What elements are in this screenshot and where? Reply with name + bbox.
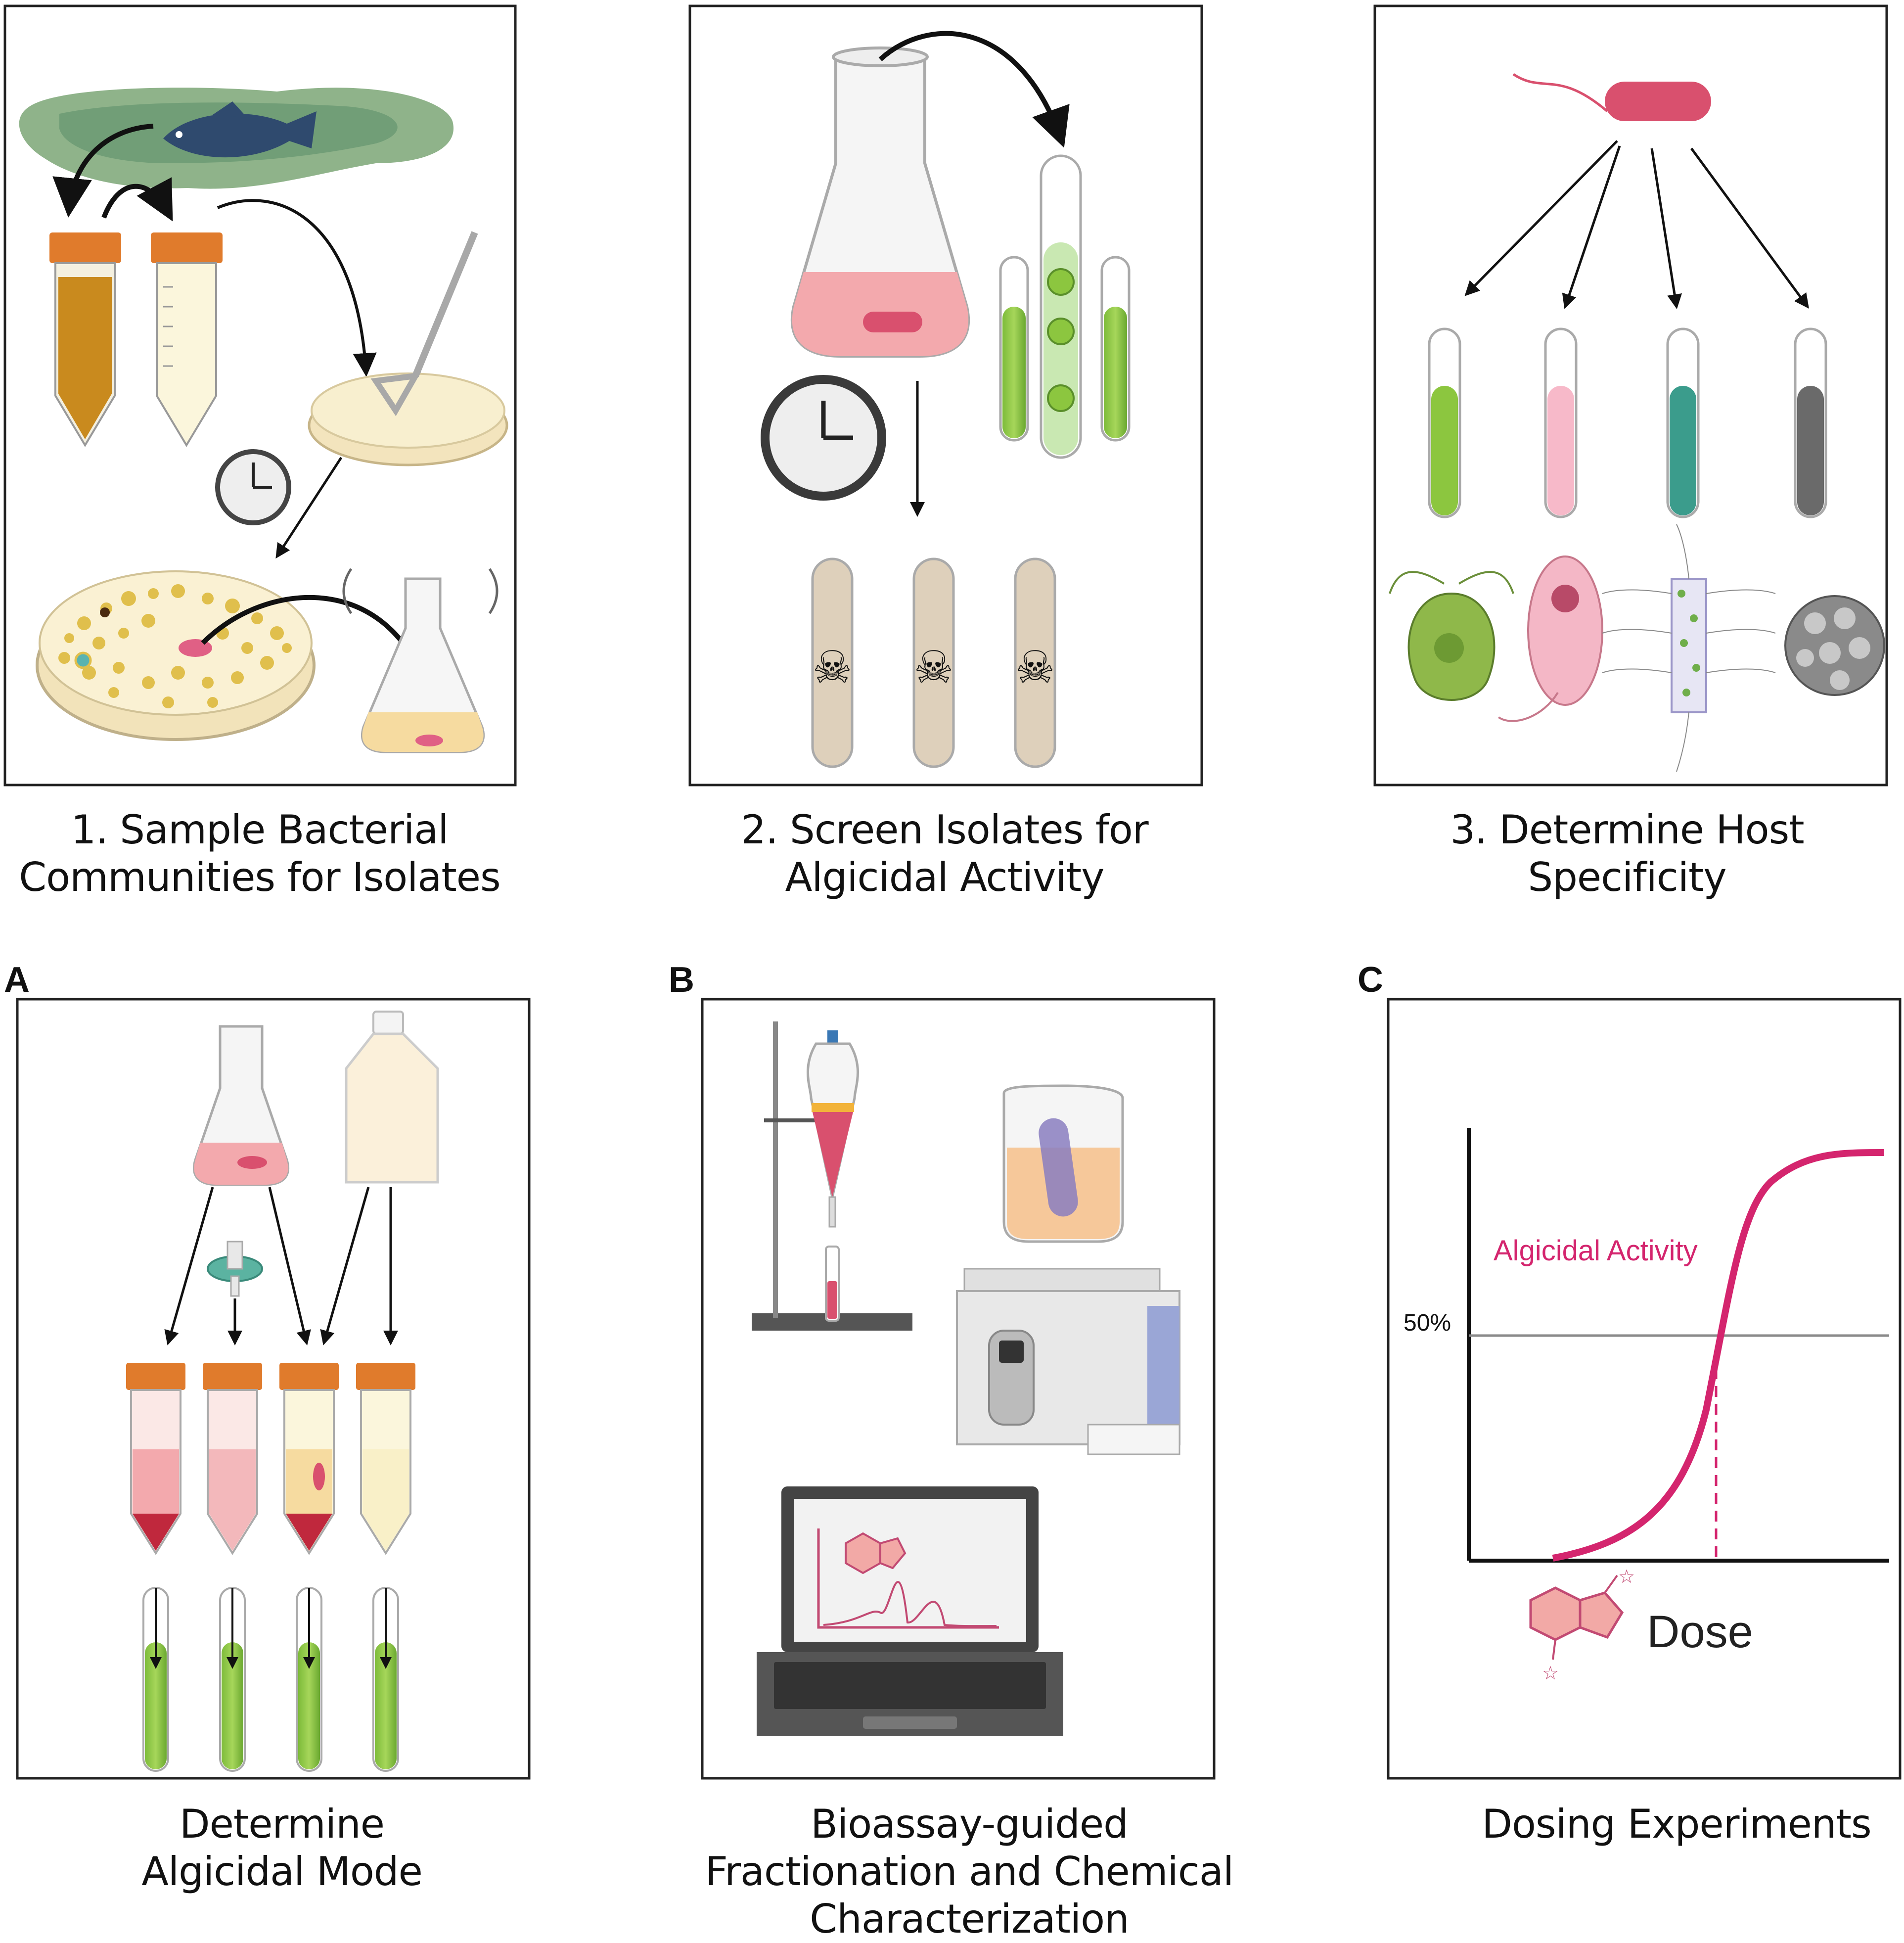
panel-a-algicidal-mode	[16, 998, 531, 1780]
svg-text:☠: ☠	[813, 644, 853, 693]
caption-panel-3: 3. Determine Host Specificity	[1450, 807, 1804, 900]
lysed-algae-tubes-icon: ☠ ☠ ☠	[811, 557, 1056, 768]
algae-tubes-icon	[142, 1587, 399, 1772]
petri-dish-spreader-icon	[308, 231, 508, 466]
caption-panel-2: 2. Screen Isolates for Algicidal Activit…	[741, 807, 1148, 900]
culture-flask-icon	[192, 1025, 290, 1186]
x-axis-label: Dose	[1647, 1607, 1753, 1657]
svg-text:☠: ☠	[914, 644, 954, 693]
arrow-tube-to-tube	[101, 177, 173, 222]
dose-response-curve	[1552, 1149, 1885, 1562]
svg-text:☆: ☆	[1618, 1567, 1635, 1587]
panel-3-host-specificity	[1373, 4, 1888, 786]
conical-tubes-icon	[126, 1363, 415, 1555]
culture-flask-shaking-icon	[342, 568, 499, 753]
laptop-chromatogram-icon	[757, 1486, 1063, 1736]
panel-b-fractionation	[701, 998, 1216, 1780]
algae-tubes-icon	[999, 154, 1131, 459]
mass-spectrometer-icon	[956, 1268, 1180, 1455]
fish-icon	[163, 101, 317, 158]
panel-2-screen-isolates: ☠ ☠ ☠	[688, 4, 1203, 786]
compound-structure-icon: ☆ ☆	[1529, 1567, 1635, 1684]
diatom-chain-icon	[1602, 524, 1776, 772]
host-tubes-icon	[1428, 327, 1827, 518]
caption-panel-c: Dosing Experiments	[1482, 1801, 1871, 1847]
panel-a-frame	[16, 998, 531, 1780]
panel-c-dosing: Algicidal Activity 50% ☆ ☆ Dose	[1387, 998, 1902, 1780]
panel-letter-a: A	[4, 960, 30, 1000]
conical-tube-sample-icon	[49, 232, 121, 447]
agar-plate-colonies-icon	[36, 570, 316, 741]
arrow-to-tube-4	[1690, 147, 1809, 309]
arrow-a3	[268, 1187, 311, 1345]
chlamydomonas-cell-icon	[1389, 571, 1514, 701]
panel-c-frame	[1387, 998, 1902, 1780]
caption-panel-1: 1. Sample Bacterial Communities for Isol…	[19, 807, 500, 900]
curve-label: Algicidal Activity	[1494, 1235, 1698, 1267]
media-bottle-icon	[345, 1011, 439, 1184]
threshold-label: 50%	[1404, 1310, 1451, 1336]
separatory-funnel-stand-icon	[752, 1021, 912, 1331]
panel-letter-c: C	[1358, 960, 1383, 1000]
arrow-a1	[164, 1187, 214, 1345]
panel-1-sample-communities	[3, 4, 517, 786]
arrow-flask-to-tubes	[878, 31, 1070, 148]
caption-panel-a: Determine Algicidal Mode	[141, 1801, 423, 1895]
arrow-to-tube-3	[1650, 148, 1682, 309]
clock-icon	[761, 375, 886, 501]
coccolithophore-cell-icon	[1784, 595, 1885, 696]
arrow-to-tube-2	[1562, 145, 1621, 309]
arrow-to-large-plate	[275, 457, 343, 559]
svg-text:☆: ☆	[1542, 1663, 1559, 1684]
conical-tube-empty-icon	[151, 232, 223, 447]
clock-icon	[215, 449, 291, 525]
culture-flask-icon	[790, 46, 970, 358]
panel-letter-b: B	[669, 960, 694, 1000]
beaker-dialysis-icon	[1002, 1084, 1124, 1243]
arrow-to-plate	[217, 199, 377, 377]
arrow-pond-to-tube	[52, 124, 154, 218]
arrow-to-tube-1	[1464, 140, 1618, 296]
bacterium-icon	[1512, 73, 1711, 121]
dinoflagellate-cell-icon	[1497, 555, 1603, 722]
svg-text:☠: ☠	[1015, 644, 1055, 693]
syringe-filter-icon	[207, 1241, 263, 1297]
arrow-a4	[320, 1187, 370, 1345]
caption-panel-b: Bioassay-guided Fractionation and Chemic…	[705, 1801, 1234, 1942]
